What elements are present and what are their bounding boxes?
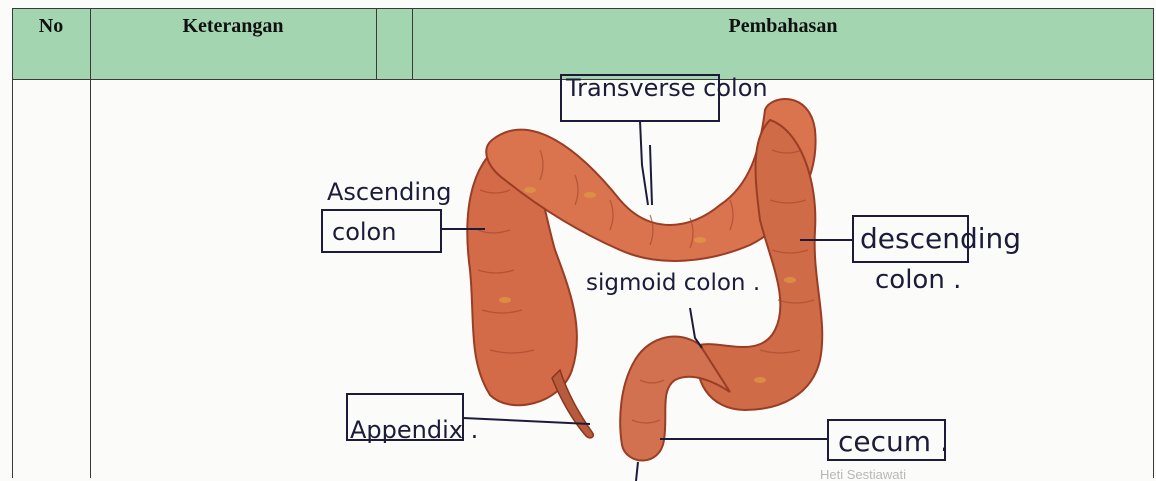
label-ascending: colon — [332, 218, 396, 246]
label-descending: descending — [860, 222, 1021, 255]
label-appendix: Appendix . — [350, 416, 478, 444]
watermark: Heti Sestiawati — [820, 467, 906, 481]
label-cecum: cecum . — [838, 425, 949, 458]
label-transverse: Transverse colon — [565, 74, 768, 102]
label-descending-sub: colon . — [875, 265, 961, 295]
label-sigmoid: sigmoid colon . — [586, 270, 760, 296]
label-ascending-prefix: Ascending — [327, 178, 451, 206]
